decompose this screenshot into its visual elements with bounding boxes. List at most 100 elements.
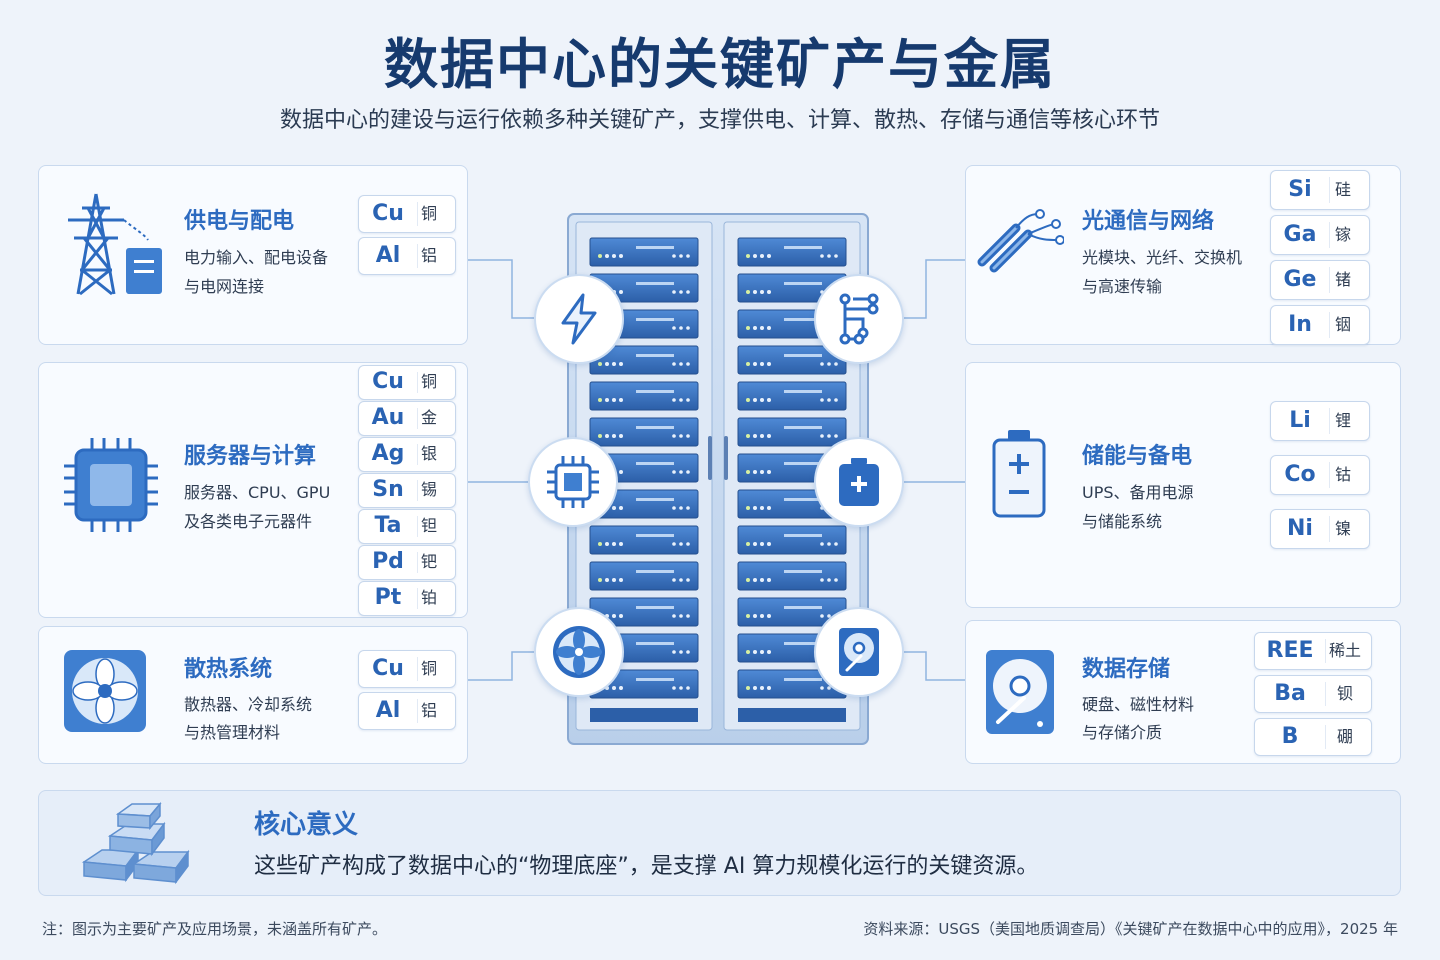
server-unit (737, 561, 847, 591)
compute-title: 服务器与计算 (184, 444, 317, 469)
server-unit (589, 381, 699, 411)
chip-symbol: Sn (372, 477, 404, 502)
circle-network (814, 274, 904, 364)
chip-symbol: Co (1284, 462, 1316, 487)
chip-name: 镓 (1334, 225, 1351, 244)
cooling-title: 散热系统 (184, 657, 273, 682)
chip-compute-sn: Sn 锡 (358, 473, 456, 508)
server-unit (589, 525, 699, 555)
chip-name: 铜 (420, 204, 437, 223)
server-unit (737, 381, 847, 411)
data-storage-title: 数据存储 (1082, 657, 1171, 682)
chip-energy-co: Co 钴 (1270, 455, 1370, 495)
chip-name: 钯 (420, 552, 437, 571)
fiber-optic-icon (977, 209, 1064, 273)
footnote: 注：图示为主要矿产及应用场景，未涵盖所有矿产。 (42, 920, 388, 938)
chip-name: 钡 (1336, 684, 1353, 703)
server-unit (737, 417, 847, 447)
circle-cooling (534, 607, 624, 697)
chip-symbol: Au (371, 405, 405, 430)
hard-disk-icon (986, 650, 1054, 734)
chip-name: 铜 (420, 372, 437, 391)
chip-symbol: REE (1266, 638, 1314, 663)
chip-symbol: Ga (1283, 222, 1317, 247)
metal-ingots-icon (81, 801, 190, 885)
cooling-desc-line1: 散热器、冷却系统 (184, 695, 313, 714)
circle-power (534, 274, 624, 364)
chip-symbol: Li (1289, 408, 1311, 433)
chip-symbol: Si (1288, 177, 1312, 202)
core-text: 这些矿产构成了数据中心的“物理底座”，是支撑 AI 算力规模化运行的关键资源。 (254, 854, 1039, 879)
server-unit (589, 561, 699, 591)
chip-symbol: Ta (374, 513, 402, 538)
chip-name: 铟 (1334, 315, 1351, 334)
chip-optical-si: Si 硅 (1270, 170, 1370, 210)
disk-icon (839, 628, 879, 676)
core-title: 核心意义 (254, 810, 359, 840)
chip-name: 铝 (420, 701, 437, 720)
data-storage-desc-line1: 硬盘、磁性材料 (1082, 695, 1195, 714)
core-panel (38, 790, 1401, 896)
chip-name: 铜 (420, 659, 437, 678)
chip-optical-in: In 铟 (1270, 305, 1370, 345)
data-storage-desc-line2: 与存储介质 (1082, 723, 1163, 742)
chip-name: 铂 (420, 588, 437, 607)
chip-name: 银 (420, 444, 437, 463)
chip-compute-ta: Ta 钽 (358, 509, 456, 544)
server-rack-illustration (567, 213, 869, 745)
chip-name: 钽 (420, 516, 437, 535)
chip-symbol: Ag (371, 441, 405, 466)
chip-symbol: Al (375, 698, 401, 723)
chip-name: 硅 (1334, 180, 1351, 199)
energy-storage-desc-line1: UPS、备用电源 (1082, 483, 1194, 502)
chip-name: 钴 (1334, 465, 1351, 484)
battery-plus-icon (839, 458, 879, 506)
chip-compute-pd: Pd 钯 (358, 545, 456, 580)
chip-power-cu: Cu 铜 (358, 195, 456, 233)
cpu-chip-icon (64, 438, 158, 532)
chip-energy-li: Li 锂 (1270, 401, 1370, 441)
chip-optical-ga: Ga 镓 (1270, 215, 1370, 255)
chip-symbol: Cu (372, 201, 404, 226)
page-title: 数据中心的关键矿产与金属 (384, 33, 1056, 96)
battery-icon (992, 430, 1046, 518)
power-desc-line1: 电力输入、配电设备 (184, 248, 329, 267)
server-unit (589, 237, 699, 267)
optical-desc-line2: 与高速传输 (1082, 277, 1163, 296)
chip-name: 锂 (1334, 411, 1351, 430)
power-title: 供电与配电 (184, 209, 295, 234)
power-tower-icon (68, 193, 162, 296)
chip-name: 锡 (420, 480, 437, 499)
chip-cooling-al: Al 铝 (358, 692, 456, 730)
chip-symbol: Pd (372, 549, 404, 574)
energy-storage-title: 储能与备电 (1082, 444, 1193, 469)
chip-compute-ag: Ag 银 (358, 437, 456, 472)
energy-storage-desc-line2: 与储能系统 (1082, 512, 1163, 531)
chip-energy-ni: Ni 镍 (1270, 509, 1370, 549)
network-topology-icon (839, 293, 879, 345)
compute-desc-line1: 服务器、CPU、GPU (184, 483, 331, 502)
chip-symbol: In (1288, 312, 1312, 337)
chip-symbol: B (1281, 724, 1299, 749)
optical-desc-line1: 光模块、光纤、交换机 (1082, 248, 1243, 267)
server-unit (737, 237, 847, 267)
chip-symbol: Ni (1287, 516, 1313, 541)
chip-symbol: Ge (1283, 267, 1317, 292)
circle-storage (814, 607, 904, 697)
circle-compute (528, 437, 618, 527)
chip-name: 金 (420, 408, 437, 427)
server-unit (589, 417, 699, 447)
chip-name: 铝 (420, 246, 437, 265)
chip-name: 镍 (1334, 519, 1351, 538)
lightning-icon (561, 293, 597, 345)
cooling-desc-line2: 与热管理材料 (184, 723, 281, 742)
page-subtitle: 数据中心的建设与运行依赖多种关键矿产，支撑供电、计算、散热、存储与通信等核心环节 (279, 108, 1160, 133)
